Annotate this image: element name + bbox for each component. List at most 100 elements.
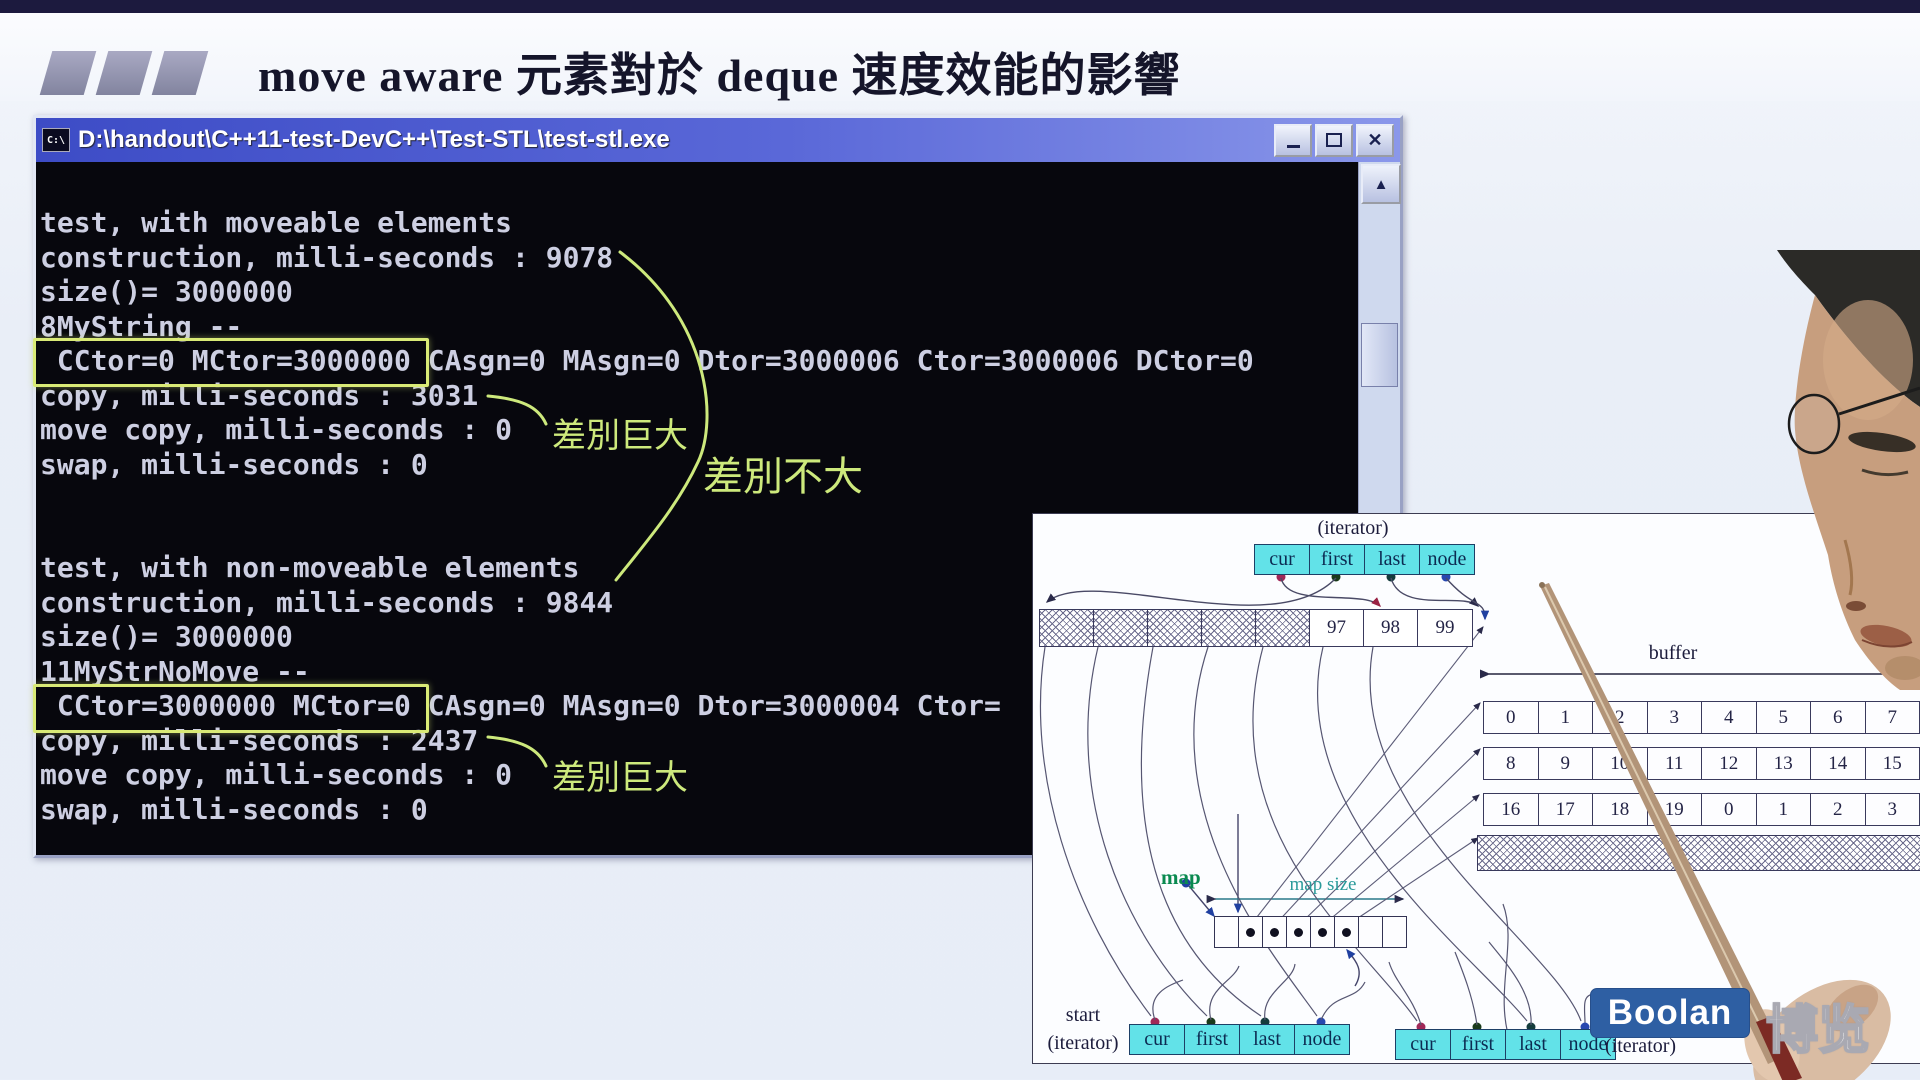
buffer-cell-value: 6 xyxy=(1811,702,1866,733)
buffer-cell-value: 3 xyxy=(1887,798,1898,820)
map-cell xyxy=(1262,916,1287,948)
boolan-logo: Boolan xyxy=(1590,988,1750,1038)
buffer-cell-value: 9 xyxy=(1539,748,1593,779)
buffer-cell-value: 1 xyxy=(1539,702,1593,733)
title-decoration-icon xyxy=(151,51,209,95)
map-node-pointer-dot xyxy=(1246,927,1255,937)
buffer-cell-value: 17 xyxy=(1539,794,1593,825)
map-cell xyxy=(1238,916,1263,948)
console-line: test, with non-moveable elements xyxy=(40,551,580,584)
annotation-small-diff: 差別不大 xyxy=(703,454,863,500)
buffer-cell-value: 4 xyxy=(1702,702,1757,733)
console-line: move copy, milli-seconds : 0 xyxy=(40,758,513,791)
console-line: move copy, milli-seconds : 0 xyxy=(40,413,513,446)
scrollbar-thumb[interactable] xyxy=(1361,323,1398,387)
console-line: 11MyStrNoMove -- xyxy=(40,654,310,688)
pointer-field-cell: node xyxy=(1419,544,1475,575)
buffer-cell-value: 19 xyxy=(1648,794,1702,825)
console-line: swap, milli-seconds : 0 xyxy=(40,792,428,826)
pointer-field-cell: node xyxy=(1294,1024,1350,1055)
console-line: test, with moveable elements xyxy=(40,206,513,239)
buffer-cell-value: 2 xyxy=(1811,794,1866,825)
pointer-field-cell: first xyxy=(1309,544,1365,575)
buffer-cell-value: 14 xyxy=(1811,748,1866,779)
top-iterator-label: (iterator) xyxy=(1317,517,1389,539)
buffer-cell-value: 8 xyxy=(1484,748,1539,779)
console-line: swap, milli-seconds : 0 xyxy=(40,447,428,481)
buffer-cell-value: 1 xyxy=(1757,794,1811,825)
buffer-cell-value: 13 xyxy=(1757,748,1811,779)
buffer-cell-value: 5 xyxy=(1757,702,1811,733)
page-title: move aware 元素對於 deque 速度效能的影響 xyxy=(258,50,1181,101)
buffer-cell-value: 0 xyxy=(1702,794,1757,825)
buffer-cell-used xyxy=(1202,610,1256,646)
minimize-icon xyxy=(1286,145,1300,148)
start-iterator-label: (iterator) xyxy=(1047,1032,1119,1054)
buffer-cell-used xyxy=(1094,610,1148,646)
maximize-button[interactable] xyxy=(1315,123,1353,157)
pointer-field-cell: last xyxy=(1505,1029,1561,1060)
buffer-cell-value: 7 xyxy=(1887,706,1898,728)
buffer-cell-value: 0 xyxy=(1484,702,1539,733)
glasses-temple xyxy=(1838,386,1920,416)
unused-buffer-band xyxy=(1477,835,1920,871)
buffer-cell-value: 99 xyxy=(1435,617,1455,638)
boolan-chinese-label: 博览 xyxy=(1765,1002,1871,1061)
buffer-cell-used xyxy=(1040,610,1094,646)
buffer-cell-value: 12 xyxy=(1702,748,1757,779)
glasses-lens-icon xyxy=(1787,393,1841,455)
title-decoration-icon xyxy=(39,51,97,95)
console-line xyxy=(40,482,1359,517)
title-decoration-icon xyxy=(95,51,153,95)
annotation-big-diff-2: 差別巨大 xyxy=(552,758,688,798)
console-window-title: D:\handout\C++11-test-DevC++\Test-STL\te… xyxy=(78,126,670,153)
map-size-label: map size xyxy=(1289,874,1357,895)
map-array xyxy=(1214,916,1407,948)
map-node-pointer-dot xyxy=(1294,927,1303,937)
map-cell xyxy=(1214,916,1239,948)
arrow-up-icon: ▲ xyxy=(1373,175,1389,193)
watermark: Boolan 博览 xyxy=(1590,988,1871,1063)
pointer-field-cell: cur xyxy=(1254,544,1310,575)
console-line: construction, milli-seconds : 9078 xyxy=(40,240,614,274)
presenter-hair xyxy=(1777,250,1920,407)
console-line: CCtor=0 MCtor=3000000 CAsgn=0 MAsgn=0 Dt… xyxy=(40,344,1254,377)
buffer-cell-value: 3 xyxy=(1648,702,1702,733)
scroll-up-button[interactable]: ▲ xyxy=(1361,164,1401,204)
minimize-button[interactable] xyxy=(1274,123,1312,157)
close-button[interactable]: ✕ xyxy=(1356,123,1394,157)
pointer-field-cell: cur xyxy=(1129,1024,1185,1055)
pointer-field-cell: first xyxy=(1184,1024,1240,1055)
map-cell xyxy=(1310,916,1335,948)
buffer-cell-value: 15 xyxy=(1882,752,1902,774)
buffer-cell-used xyxy=(1256,610,1310,646)
console-line: 8MyString -- xyxy=(40,309,243,343)
buffer-cell-used xyxy=(1148,610,1202,646)
map-node-pointer-dot xyxy=(1270,927,1279,937)
map-cell xyxy=(1334,916,1359,948)
maximize-icon xyxy=(1326,133,1342,147)
presenter-eyebrow xyxy=(1848,431,1916,453)
map-label: map xyxy=(1161,865,1201,889)
start-label: start xyxy=(1065,1004,1101,1026)
map-cell xyxy=(1358,916,1383,948)
map-cell xyxy=(1382,916,1407,948)
pointer-field-cell: cur xyxy=(1395,1029,1451,1060)
console-titlebar[interactable]: C:\ D:\handout\C++11-test-DevC++\Test-ST… xyxy=(36,118,1400,162)
buffer-cell-value: 97 xyxy=(1310,610,1364,646)
console-line: size()= 3000000 xyxy=(40,620,293,653)
highlight-box-cctor-moveable xyxy=(33,338,429,387)
pointer-field-cell: last xyxy=(1239,1024,1295,1055)
top-navy-bar xyxy=(0,0,1920,13)
buffer-cell-value: 2 xyxy=(1593,702,1648,733)
close-icon: ✕ xyxy=(1367,130,1383,150)
buffer-cell-value: 98 xyxy=(1364,610,1418,646)
window-buttons: ✕ xyxy=(1274,123,1394,157)
